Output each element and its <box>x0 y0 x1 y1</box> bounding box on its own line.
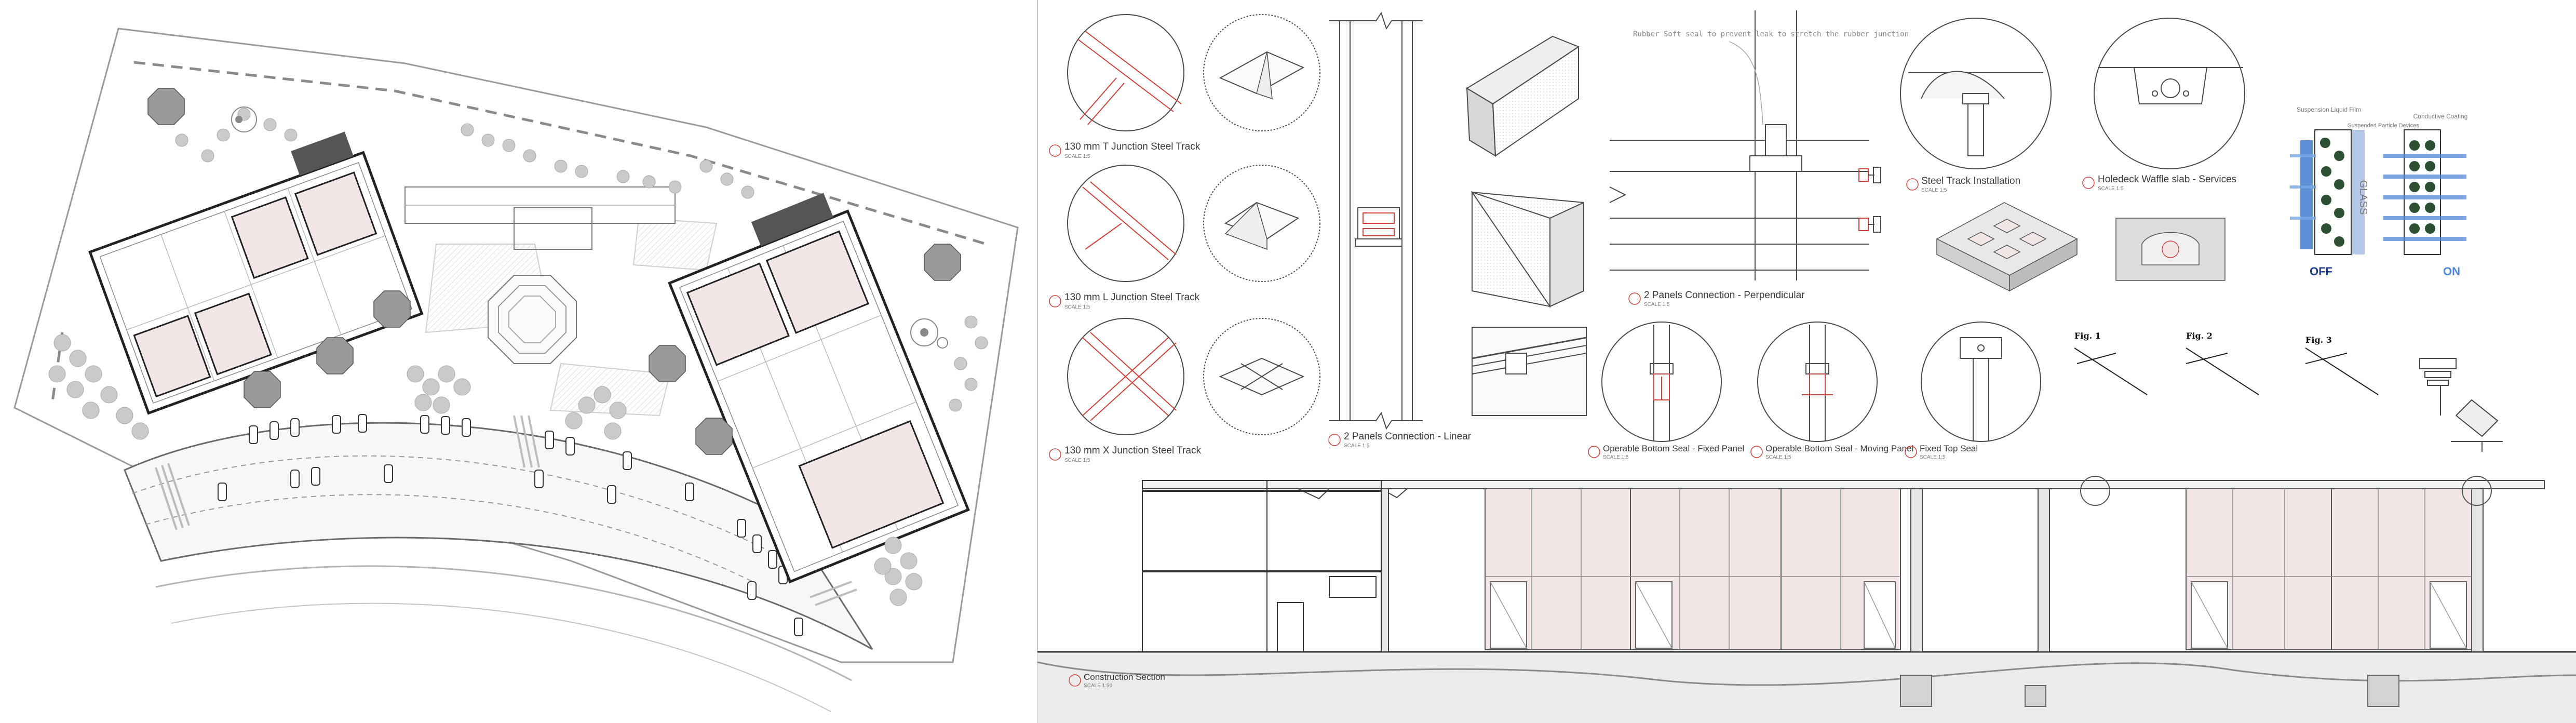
svg-text:GLASS: GLASS <box>2357 180 2369 215</box>
bottom-seal-moving-title: Operable Bottom Seal - Moving Panel <box>1765 444 1913 453</box>
bottom-seal-fixed-title: Operable Bottom Seal - Fixed Panel <box>1603 444 1744 453</box>
linear-connection-title: 2 Panels Connection - Linear <box>1344 431 1472 442</box>
svg-text:Conductive Coating: Conductive Coating <box>2413 113 2468 120</box>
figure-diagrams <box>2074 347 2379 395</box>
fixed-top-seal-title: Fixed Top Seal <box>1920 444 1978 453</box>
umbrellas <box>147 88 961 455</box>
trees <box>48 108 988 606</box>
svg-text:SCALE 1:5: SCALE 1:5 <box>1644 302 1670 307</box>
perpendicular-note: Rubber Soft seal to prevent leak to stre… <box>1633 30 1909 38</box>
svg-text:SCALE 1:5: SCALE 1:5 <box>1920 454 1946 460</box>
construction-section-title: Construction Section <box>1084 672 1165 682</box>
fig-1-label: Fig. 1 <box>2074 331 2101 341</box>
perpendicular-connection-detail <box>1609 10 1881 280</box>
panel-isometrics <box>1466 35 1587 416</box>
amphitheatre <box>488 275 577 364</box>
svg-text:SCALE 1:5: SCALE 1:5 <box>1064 304 1090 310</box>
building-right <box>668 193 970 584</box>
junction-details <box>1067 14 1320 435</box>
seal-details <box>1601 322 2041 442</box>
site-plan <box>14 28 1019 712</box>
svg-text:SCALE 1:50: SCALE 1:50 <box>1084 683 1112 689</box>
hollowdeck-detail <box>2094 18 2245 169</box>
construction-section <box>1037 476 2576 723</box>
hollowdeck-title: Holedeck Waffle slab - Services <box>2098 174 2236 185</box>
glass-partitions <box>1485 488 2472 650</box>
linear-connection-detail <box>1329 11 1423 430</box>
ground-profile <box>1037 652 2576 723</box>
fig-2-label: Fig. 2 <box>2186 331 2213 341</box>
l-junction-title: 130 mm L Junction Steel Track <box>1064 292 1200 303</box>
smart-glass-off: OFF <box>2310 265 2332 278</box>
smart-glass-on: ON <box>2443 265 2460 278</box>
smart-glass-diagram: GLASS Suspension Liquid Film Suspended P… <box>2290 106 2467 278</box>
steel-track-title: Steel Track Installation <box>1921 176 2020 186</box>
x-junction-title: 130 mm X Junction Steel Track <box>1064 445 1201 456</box>
svg-text:SCALE 1:5: SCALE 1:5 <box>1344 443 1370 449</box>
t-junction-title: 130 mm T Junction Steel Track <box>1064 141 1201 152</box>
svg-text:SCALE 1:5: SCALE 1:5 <box>1765 454 1791 460</box>
svg-text:SCALE 1:5: SCALE 1:5 <box>1921 188 1947 193</box>
svg-text:Suspended Particle Devices: Suspended Particle Devices <box>2348 123 2419 129</box>
svg-text:Suspension Liquid Film: Suspension Liquid Film <box>2297 106 2361 113</box>
waffle-slab-isometric <box>1936 202 2078 292</box>
track-hardware-detail <box>2419 358 2503 452</box>
svg-text:SCALE 1:5: SCALE 1:5 <box>2098 186 2124 192</box>
svg-text:SCALE 1:5: SCALE 1:5 <box>1064 154 1090 159</box>
junction-labels: 130 mm T Junction Steel Track SCALE 1:5 … <box>1049 141 1201 463</box>
steel-track-detail <box>1900 18 2052 169</box>
svg-text:SCALE 1:5: SCALE 1:5 <box>1603 454 1629 460</box>
building-left <box>88 131 424 415</box>
parked-cars <box>218 414 803 636</box>
fig-3-label: Fig. 3 <box>2305 335 2332 345</box>
svg-text:SCALE 1:5: SCALE 1:5 <box>1064 458 1090 463</box>
hollowdeck-section <box>2115 218 2226 281</box>
perpendicular-connection-title: 2 Panels Connection - Perpendicular <box>1644 290 1805 301</box>
